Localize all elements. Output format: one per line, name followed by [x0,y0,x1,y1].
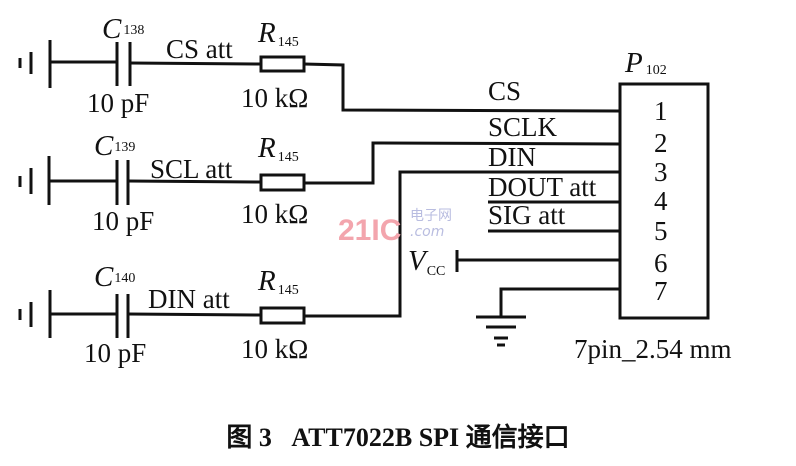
ground-icon [476,315,526,347]
watermark-logo: 21IC 电子网 .com [338,208,452,247]
pin-number: 7 [654,276,668,306]
pin-number: 5 [654,216,668,246]
resistor-icon [259,55,306,73]
resistor-icon [259,173,306,192]
svg-text:VCC: VCC [408,245,445,279]
capacitor-icon [115,160,130,205]
resistor-icon [259,306,306,325]
pin-number: 1 [654,96,668,126]
pin-number: 2 [654,128,668,158]
cap-value: 10 pF [87,88,149,118]
cap-label: C139 [94,130,135,162]
capacitor-icon [115,42,132,86]
pin-number: 3 [654,157,668,187]
res-value: 10 kΩ [241,83,308,113]
svg-text:电子网: 电子网 [410,208,452,224]
footprint-label: 7pin_2.54 mm [574,334,732,364]
ground-icon [18,156,51,205]
capacitor-icon [115,294,130,338]
ground-icon [18,290,52,338]
cap-value: 10 pF [92,206,154,236]
cap-label: C140 [94,261,135,293]
net-label: SIG att [488,200,566,230]
ground-icon [18,40,52,88]
vcc-symbol: VCC [408,245,620,279]
net-label: DOUT att [488,172,597,202]
res-value: 10 kΩ [241,334,308,364]
res-value: 10 kΩ [241,199,308,229]
pin-number: 4 [654,186,668,216]
signal-label: DIN att [148,284,230,314]
net-label: DIN [488,142,536,172]
signal-label: CS att [166,34,233,64]
svg-text:21IC: 21IC [338,214,401,247]
connector-nets: CS SCLK DIN DOUT att SIG att VCC [408,76,620,347]
net-label: SCLK [488,112,558,142]
svg-text:.com: .com [410,224,444,240]
cap-value: 10 pF [84,338,146,368]
figure-caption: 图 3 ATT7022B SPI 通信接口 [226,423,569,452]
signal-label: SCL att [150,154,233,184]
pin-number: 6 [654,248,668,278]
net-label: CS [488,76,521,106]
